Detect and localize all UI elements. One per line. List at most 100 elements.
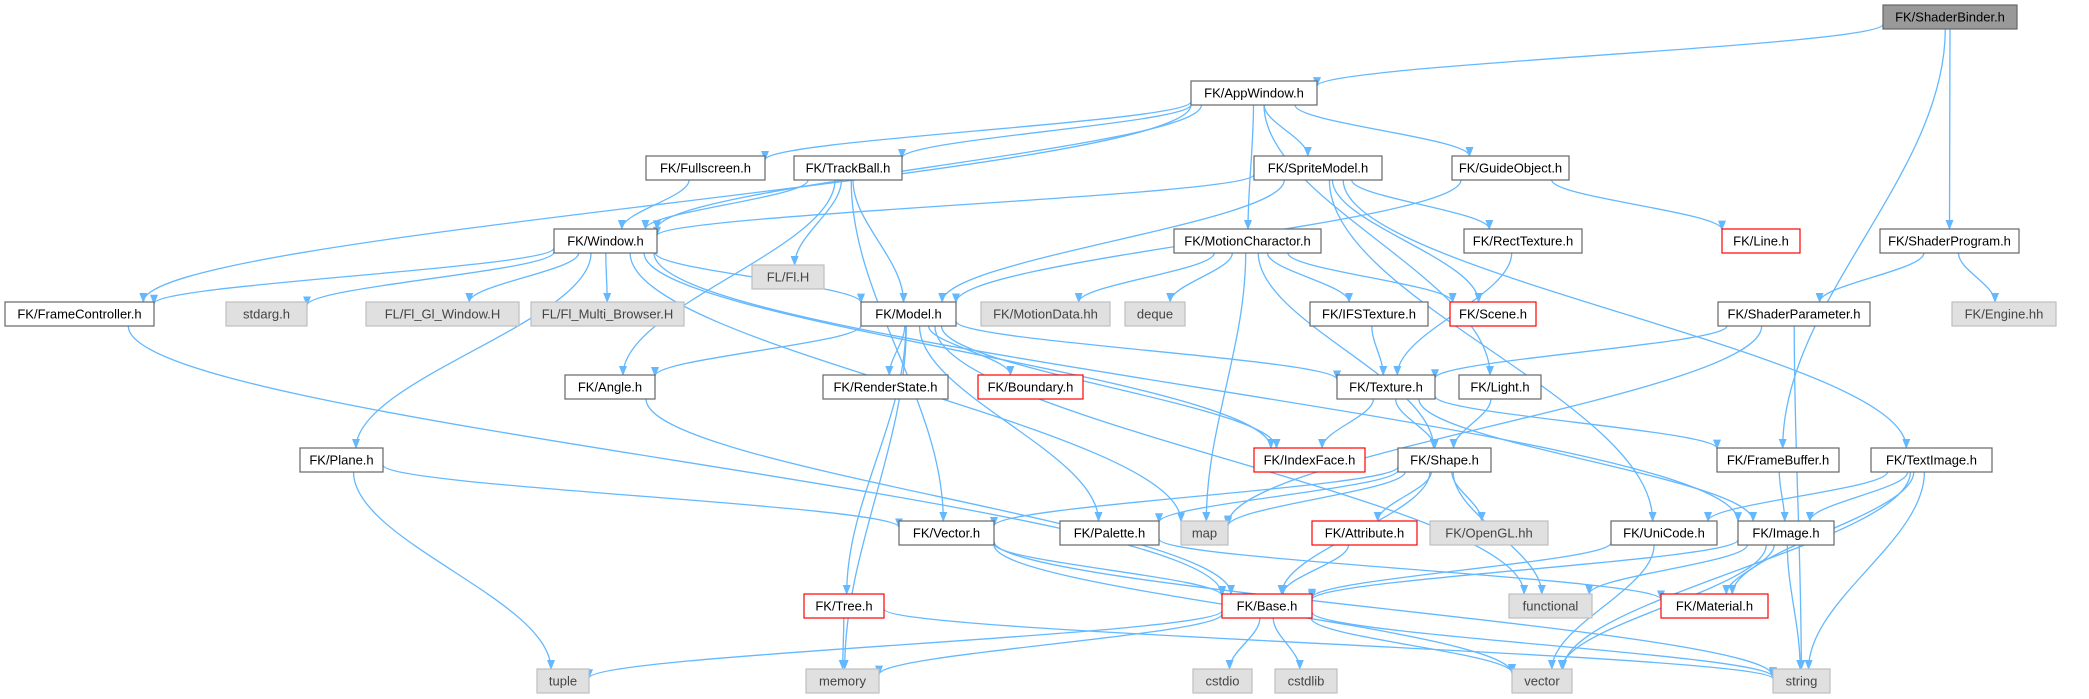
node-base[interactable]: FK/Base.h [1221,593,1313,619]
node-label: vector [1524,673,1560,688]
node-vector_h[interactable]: FK/Vector.h [898,520,995,546]
node-stdarg: stdarg.h [225,301,308,327]
node-box [805,668,880,694]
edge-model-to-boundary [927,325,1015,376]
node-framebuffer[interactable]: FK/FrameBuffer.h [1716,447,1840,473]
node-box [1192,668,1253,694]
node-label: FK/MotionData.hh [993,306,1098,321]
node-shaderparameter[interactable]: FK/ShaderParameter.h [1717,301,1871,327]
node-appwindow[interactable]: FK/AppWindow.h [1190,80,1318,106]
node-box [553,228,658,254]
node-plane[interactable]: FK/Plane.h [299,447,384,473]
node-spritemodel[interactable]: FK/SpriteModel.h [1253,155,1383,181]
node-label: functional [1523,598,1579,613]
edge-model-to-renderstate [885,325,906,376]
node-label: FL/Fl_Multi_Browser.H [542,306,673,321]
node-shaderprogram[interactable]: FK/ShaderProgram.h [1879,228,2020,254]
edge-appwindow-to-fullscreen [761,101,1192,161]
node-cstdio: cstdio [1192,668,1253,694]
node-box [751,264,825,290]
node-label: FK/SpriteModel.h [1268,160,1368,175]
node-motioncharactor[interactable]: FK/MotionCharactor.h [1173,228,1322,254]
node-box [1253,447,1366,473]
edge-appwindow-to-motioncharactor [1244,104,1255,230]
node-label: tuple [549,673,577,688]
edge-base-to-string [1311,611,1777,678]
node-opengl: FK/OpenGL.hh [1429,520,1549,546]
node-material[interactable]: FK/Material.h [1660,593,1769,619]
node-line[interactable]: FK/Line.h [1721,228,1801,254]
node-box [225,301,308,327]
edge-shaderbinder-to-shaderprogram [1945,28,1954,230]
edge-window-to-framecontroller [150,247,555,305]
edge-appwindow-to-light [1263,104,1494,376]
node-fullscreen[interactable]: FK/Fullscreen.h [645,155,766,181]
node-label: FK/Engine.hh [1965,306,2044,321]
node-image[interactable]: FK/Image.h [1737,520,1835,546]
node-box [365,301,520,327]
node-model[interactable]: FK/Model.h [860,301,957,327]
node-label: FK/GuideObject.h [1459,160,1562,175]
node-shape[interactable]: FK/Shape.h [1397,447,1492,473]
node-box [1309,301,1429,327]
edge-spritemodel-to-textimage [1342,179,1911,449]
node-boundary[interactable]: FK/Boundary.h [977,374,1084,400]
edge-base-to-cstdlib [1272,617,1304,670]
node-textimage[interactable]: FK/TextImage.h [1870,447,1993,473]
node-box [1458,374,1542,400]
node-recttexture[interactable]: FK/RectTexture.h [1463,228,1583,254]
node-box [564,374,656,400]
edge-image-to-material [1722,544,1775,595]
node-guideobject[interactable]: FK/GuideObject.h [1451,155,1570,181]
node-texture[interactable]: FK/Texture.h [1336,374,1436,400]
edge-unicode-to-vector [1547,544,1655,670]
node-label: FK/IFSTexture.h [1322,306,1416,321]
node-unicode[interactable]: FK/UniCode.h [1610,520,1718,546]
edge-tree-to-string [883,608,1777,680]
edge-plane-to-vector_h [382,464,903,529]
edge-texture-to-indexface [1318,398,1375,449]
node-string: string [1772,668,1831,694]
node-label: FK/IndexFace.h [1264,452,1356,467]
node-scene[interactable]: FK/Scene.h [1449,301,1537,327]
edge-window-to-plane [352,252,592,449]
edge-motioncharactor-to-ifstexture [1266,252,1353,303]
edge-motioncharactor-to-deque [1166,252,1233,303]
node-palette[interactable]: FK/Palette.h [1059,520,1160,546]
node-renderstate[interactable]: FK/RenderState.h [822,374,949,400]
node-light[interactable]: FK/Light.h [1458,374,1542,400]
edge-appwindow-to-trackball [898,104,1192,159]
node-box [977,374,1084,400]
node-tree[interactable]: FK/Tree.h [803,593,885,619]
edge-shape-to-opengl [1451,471,1486,522]
edge-model-to-angle [651,325,862,377]
node-label: FK/Shape.h [1410,452,1479,467]
node-label: FK/ShaderBinder.h [1895,9,2005,24]
node-label: FK/Texture.h [1349,379,1423,394]
edge-textimage-to-unicode [1704,471,1889,522]
node-window[interactable]: FK/Window.h [553,228,658,254]
node-indexface[interactable]: FK/IndexFace.h [1253,447,1366,473]
edge-model-to-memory [840,325,907,670]
node-label: FK/FrameController.h [17,306,141,321]
node-label: map [1192,525,1217,540]
edge-angle-to-base [645,398,1235,595]
node-framecontroller[interactable]: FK/FrameController.h [4,301,155,327]
edge-attribute-to-base [1279,544,1350,595]
node-label: FK/Model.h [875,306,941,321]
node-label: FK/Angle.h [578,379,642,394]
edge-base-to-tuple [585,610,1223,680]
node-shaderbinder[interactable]: FK/ShaderBinder.h [1882,4,2018,30]
node-cstdlib: cstdlib [1274,668,1338,694]
edge-shaderparameter-to-map [1224,325,1763,526]
edge-ifstexture-to-texture [1371,325,1388,376]
node-label: FK/TrackBall.h [806,160,891,175]
node-box [1429,520,1549,546]
edge-shaderprogram-to-shaderparameter [1815,252,1925,303]
node-ifstexture[interactable]: FK/IFSTexture.h [1309,301,1429,327]
node-trackball[interactable]: FK/TrackBall.h [793,155,903,181]
node-attribute[interactable]: FK/Attribute.h [1311,520,1418,546]
node-angle[interactable]: FK/Angle.h [564,374,656,400]
node-label: cstdlib [1288,673,1325,688]
node-fl_gl_window: FL/Fl_Gl_Window.H [365,301,520,327]
